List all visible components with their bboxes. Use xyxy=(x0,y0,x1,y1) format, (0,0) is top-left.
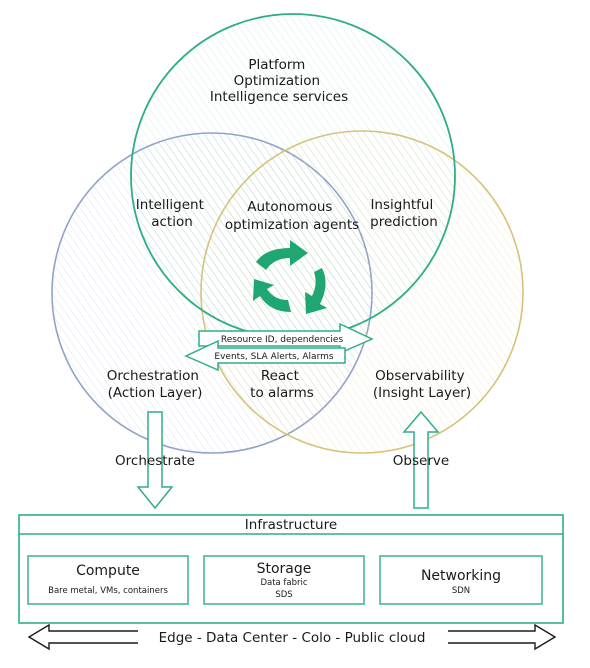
storage-title: Storage xyxy=(257,561,312,577)
events-arrow xyxy=(184,339,346,372)
observe-arrow xyxy=(402,410,440,509)
react-to-alarms-label: React to alarms xyxy=(250,368,314,401)
cycle-arrows-icon xyxy=(253,240,327,314)
infrastructure-title: Infrastructure xyxy=(245,517,337,533)
autonomous-agents-label: Autonomous optimization agents xyxy=(225,199,359,233)
resource-arrow-label: Resource ID, dependencies xyxy=(221,335,344,345)
compute-title: Compute xyxy=(76,563,140,579)
networking-detail: SDN xyxy=(452,586,470,596)
observe-label: Observe xyxy=(393,453,449,469)
footer-label: Edge - Data Center - Colo - Public cloud xyxy=(159,630,426,646)
intelligent-action-label: Intelligent action xyxy=(136,197,208,230)
networking-title: Networking xyxy=(421,568,501,584)
insightful-prediction-label: Insightful prediction xyxy=(370,197,438,230)
storage-box xyxy=(203,555,365,605)
networking-box xyxy=(379,555,543,605)
storage-detail-2: SDS xyxy=(275,590,292,600)
events-arrow-label: Events, SLA Alerts, Alarms xyxy=(214,352,333,362)
orchestrate-arrow xyxy=(136,411,174,510)
orchestrate-label: Orchestrate xyxy=(115,453,195,469)
compute-box xyxy=(27,555,189,605)
compute-detail: Bare metal, VMs, containers xyxy=(48,586,168,596)
observability-label: Observability (Insight Layer) xyxy=(373,368,471,401)
resource-arrow xyxy=(198,322,374,355)
orchestration-label: Orchestration (Action Layer) xyxy=(107,368,203,401)
storage-detail-1: Data fabric xyxy=(260,578,307,588)
platform-label: Platform Optimization Intelligence servi… xyxy=(210,57,348,105)
